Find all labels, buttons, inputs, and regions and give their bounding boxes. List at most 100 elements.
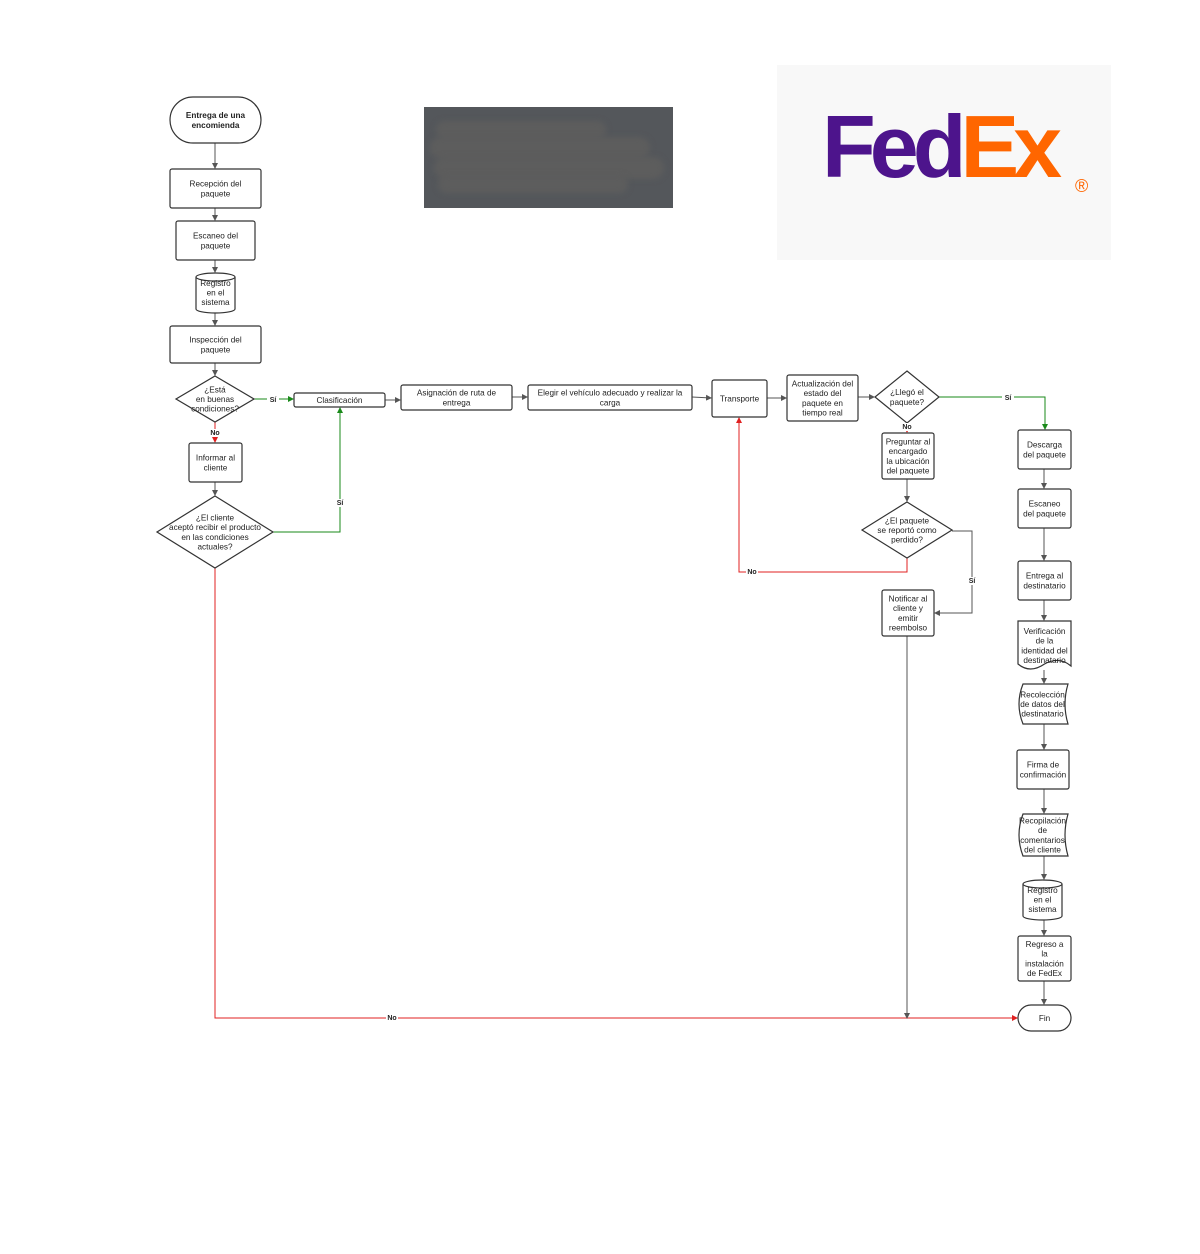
- recoleccion-label-line: destinatario: [1021, 710, 1064, 719]
- registro1-label-line: Registro: [200, 279, 231, 288]
- informar-shape: [188, 442, 243, 483]
- edge-label-cond1_yes: Sí: [270, 397, 278, 404]
- edge-label-cond2_yes: Sí: [337, 500, 345, 507]
- registro2-label-line: sistema: [1028, 905, 1057, 914]
- start-shape: [169, 96, 262, 144]
- escaneo2-shape: [1017, 488, 1072, 529]
- recopilacion-label-line: del cliente: [1024, 845, 1061, 854]
- node-fin[interactable]: Fin: [1017, 1004, 1072, 1032]
- edge-label-llego_yes: Sí: [1005, 395, 1013, 402]
- notificar-label-line: emitir: [898, 614, 918, 623]
- cond1-label-line: ¿Está: [204, 385, 226, 394]
- inspeccion-label-line: paquete: [201, 345, 231, 354]
- verificacion-label-line: de la: [1036, 637, 1054, 646]
- recopilacion-shape: [1018, 813, 1069, 857]
- escaneo1-label-line: Escaneo del: [193, 232, 238, 241]
- edge-label-perdido_yes: Sí: [969, 578, 977, 585]
- inspeccion-shape: [169, 325, 262, 364]
- edge-cond2-yes: [273, 407, 343, 533]
- recoleccion-shape: [1018, 683, 1069, 725]
- recepcion-label-line: Recepción del: [190, 180, 242, 189]
- verificacion-shape: [1017, 620, 1072, 670]
- regreso-label-line: Regreso a: [1026, 940, 1064, 949]
- actualizacion-label-line: paquete en: [802, 399, 843, 408]
- preguntar-label-line: del paquete: [887, 466, 930, 475]
- asignacion-label-line: entrega: [443, 398, 471, 407]
- cond1-label-line: condiciones?: [191, 405, 239, 414]
- cond1-shape: [174, 375, 256, 423]
- notificar-label-line: cliente y: [893, 604, 924, 613]
- cond2-label-line: aceptó recibir el producto: [169, 523, 261, 532]
- edge-label-cond2_no: No: [387, 1015, 396, 1022]
- recoleccion-label-line: Recolección: [1020, 690, 1065, 699]
- registered-mark: ®: [1075, 176, 1089, 196]
- notificar-label-line: reembolso: [889, 623, 928, 632]
- actualizacion-label-line: Actualización del: [792, 380, 854, 389]
- entrega-label-line: destinatario: [1023, 581, 1066, 590]
- fin-shape: [1017, 1004, 1072, 1032]
- edge-label-llego_no: No: [902, 424, 911, 431]
- clasificacion-shape: [293, 392, 386, 408]
- descarga-shape: [1017, 429, 1072, 470]
- verificacion-label-line: identidad del: [1021, 646, 1068, 655]
- node-clasificacion[interactable]: Clasificación: [293, 392, 386, 408]
- fin-label-line: Fin: [1039, 1014, 1051, 1023]
- regreso-label-line: la: [1041, 950, 1048, 959]
- asignacion-label-line: Asignación de ruta de: [417, 389, 497, 398]
- vehiculo-label-line: Elegir el vehículo adecuado y realizar l…: [538, 389, 683, 398]
- escaneo2-label-line: Escaneo: [1029, 500, 1061, 509]
- notificar-shape: [881, 589, 935, 637]
- recepcion-label-line: paquete: [201, 189, 231, 198]
- perdido-shape: [860, 501, 954, 559]
- escaneo1-label-line: paquete: [201, 241, 231, 250]
- cond2-label-line: ¿El cliente: [196, 514, 235, 523]
- preguntar-label-line: encargado: [889, 447, 928, 456]
- edge-llego-yes: [939, 396, 1048, 430]
- edge-vehiculo-transporte: [691, 394, 712, 401]
- transporte-shape: [711, 379, 768, 418]
- entrega-label-line: Entrega al: [1026, 572, 1064, 581]
- escaneo1-shape: [175, 220, 256, 261]
- llego-label-line: ¿Llegó el: [890, 388, 924, 397]
- verificacion-label-line: destinatario: [1023, 656, 1066, 665]
- cond2-label-line: en las condiciones: [181, 533, 248, 542]
- preguntar-label-line: Preguntar al: [886, 438, 931, 447]
- edge-perdido-no: [736, 417, 908, 573]
- registro2-label-line: en el: [1034, 896, 1052, 905]
- firma-label-line: Firma de: [1027, 761, 1060, 770]
- informar-label-line: Informar al: [196, 454, 235, 463]
- transporte-label-line: Transporte: [720, 395, 760, 404]
- vehiculo-shape: [527, 384, 693, 411]
- perdido-label-line: se reportó como: [877, 526, 937, 535]
- actualizacion-label-line: tiempo real: [802, 408, 843, 417]
- regreso-shape: [1017, 935, 1072, 982]
- actualizacion-shape: [786, 374, 859, 422]
- node-vehiculo[interactable]: Elegir el vehículo adecuado y realizar l…: [527, 384, 693, 411]
- node-transporte[interactable]: Transporte: [711, 379, 768, 418]
- perdido-label-line: perdido?: [891, 536, 923, 545]
- preguntar-label-line: la ubicación: [886, 457, 930, 466]
